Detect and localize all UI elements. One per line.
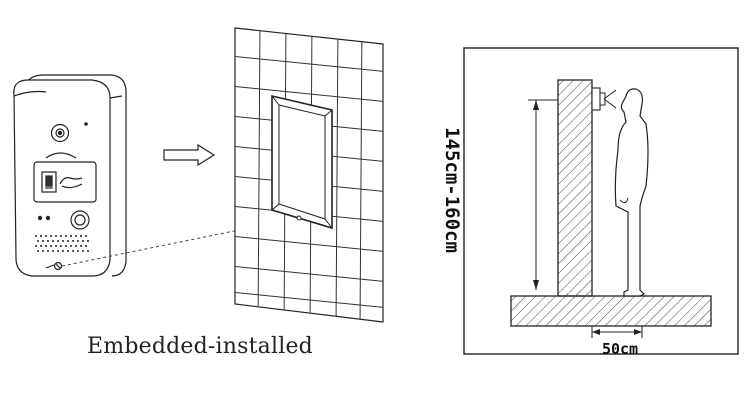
wall-section [557,79,593,297]
floor-section [510,295,712,327]
tiled-wall [234,27,384,323]
call-button-icon [70,210,90,230]
right-arrow-icon [163,143,216,167]
height-diagram [463,47,739,355]
height-range-label: 145cm-160cm [441,127,463,253]
speaker-grille [35,235,89,252]
distance-label: 50cm [601,340,639,358]
person-silhouette [614,88,649,297]
installation-caption: Embedded-installed [87,334,313,359]
door-station-device [13,74,127,277]
camera-lens-icon [50,123,70,143]
wall-device-icon [591,87,601,111]
